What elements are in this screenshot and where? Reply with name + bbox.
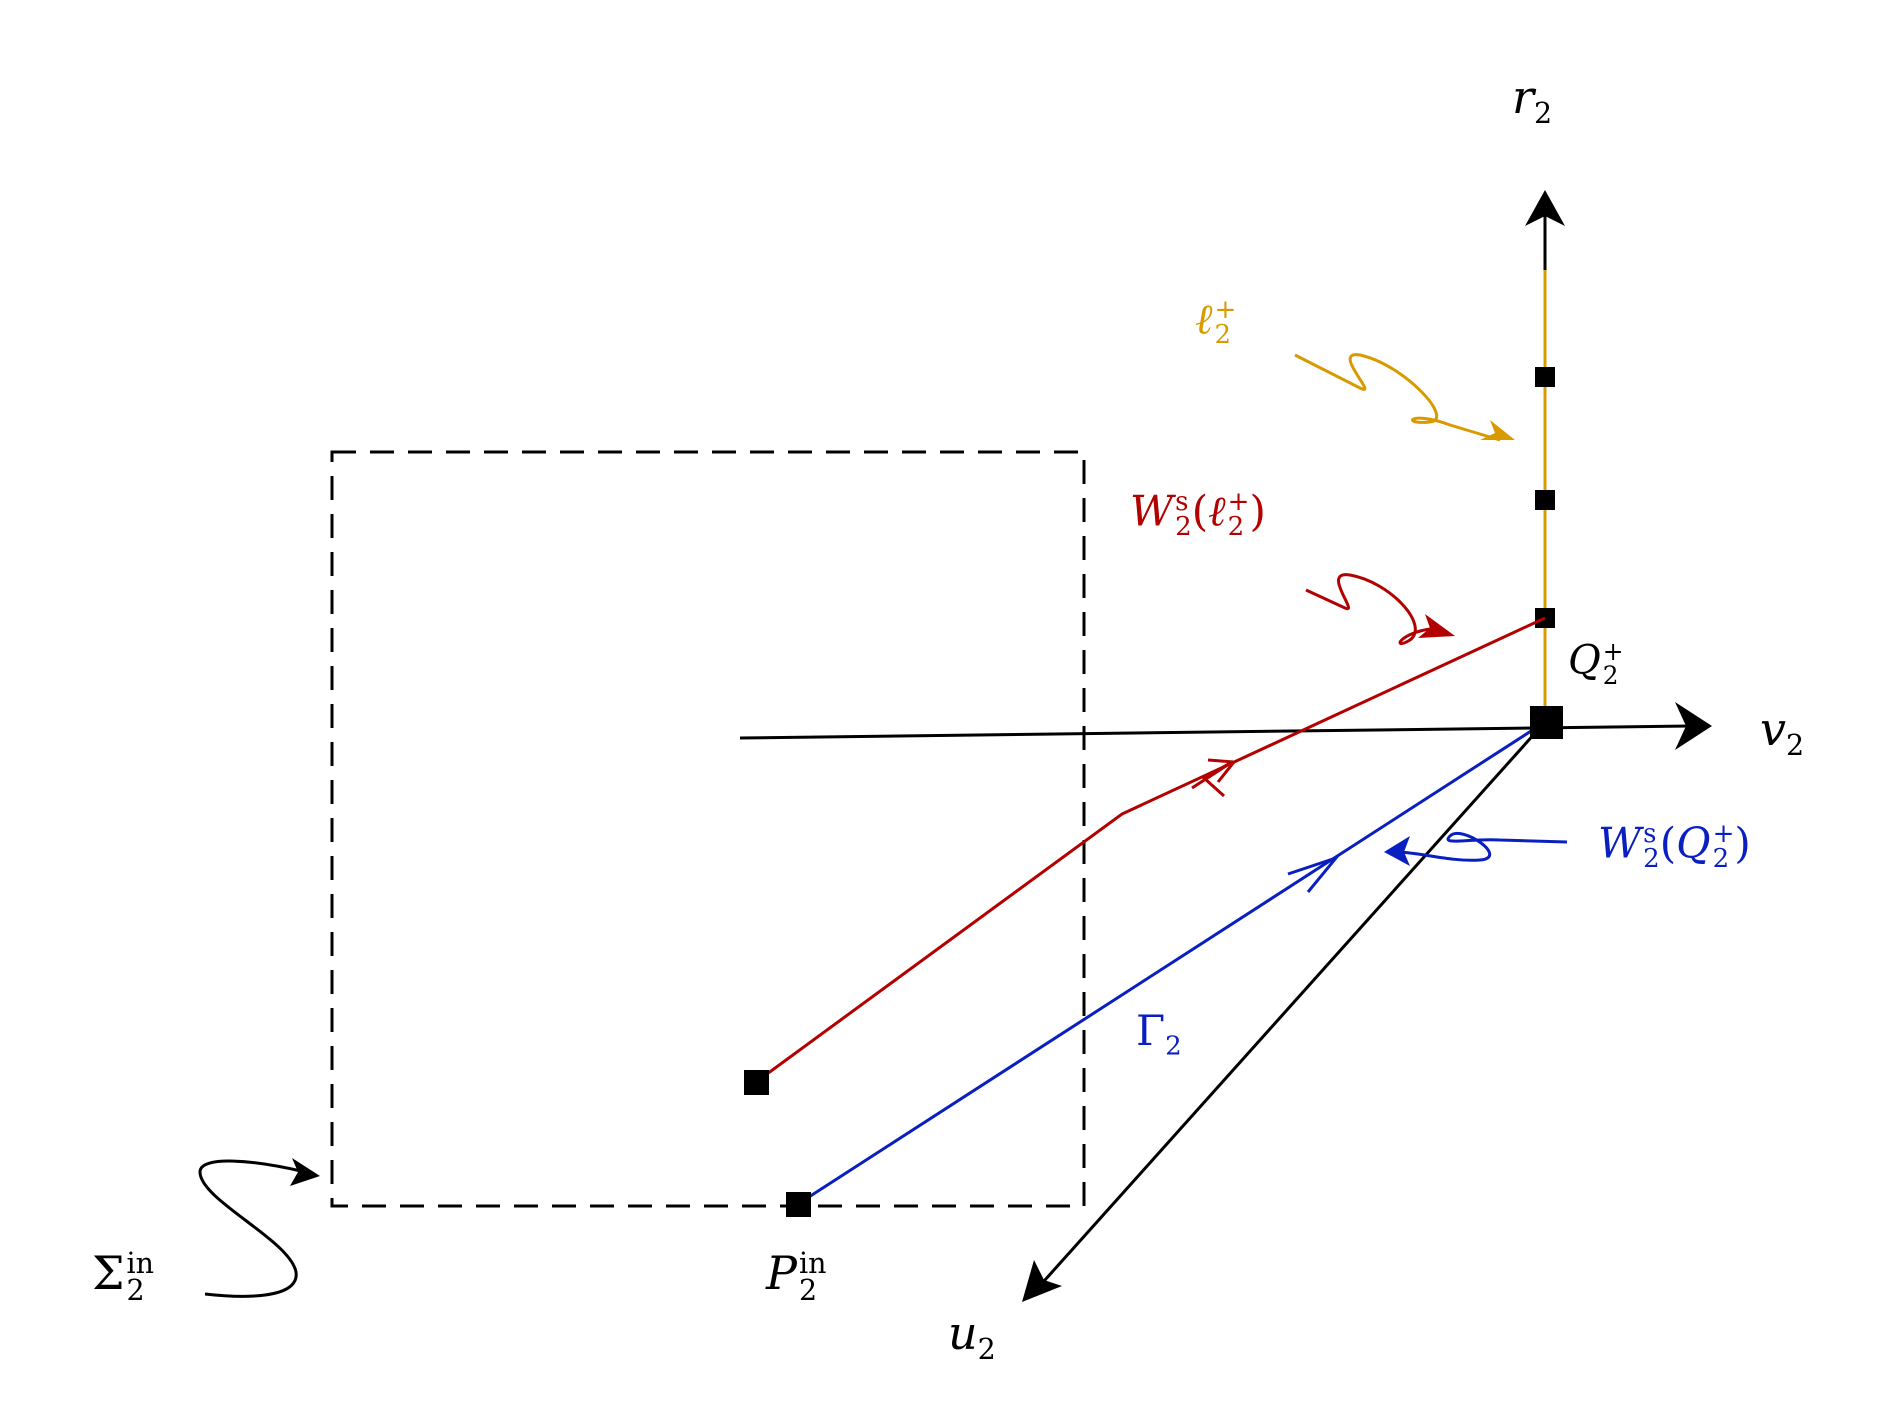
q-plus-label: Q+2: [1568, 637, 1624, 690]
p-in-point: [786, 1192, 811, 1217]
ws-q-annotation-arrowhead: [1384, 836, 1410, 866]
u-axis-line: [1034, 720, 1547, 1292]
u-axis-arrowhead: [1022, 1260, 1062, 1302]
ws-ell-flow-arrow: [1191, 760, 1233, 798]
red-start-point: [744, 1070, 769, 1095]
u-axis-label: u2: [948, 1306, 996, 1367]
ell-point-upper: [1535, 367, 1555, 387]
r-axis-label: r2: [1512, 70, 1553, 131]
ws-ell-curve: [755, 616, 1546, 1084]
gamma-2-flow-arrow: [1287, 854, 1341, 893]
v-axis-label: v2: [1760, 702, 1805, 763]
sigma-in-section-box: [330, 450, 1086, 1208]
ws-q-annotation-arrow: [1394, 832, 1568, 862]
ell-point-middle: [1535, 490, 1555, 510]
ws-ell-flow-arrow-2: [1207, 758, 1237, 783]
ell-label: ℓ+2: [1195, 294, 1237, 350]
q-plus-point: [1530, 706, 1563, 739]
ell-annotation-arrowhead: [1480, 420, 1515, 440]
ws-ell-annotation-arrowhead: [1418, 614, 1455, 638]
ell-annotation-arrow: [1294, 353, 1501, 442]
sigma-annotation-arrowhead: [290, 1158, 320, 1186]
sigma-annotation-arrow: [198, 1159, 306, 1298]
v-axis-arrowhead: [1675, 702, 1712, 750]
gamma-2-curve: [797, 720, 1546, 1206]
ws-ell-annotation-arrow: [1305, 573, 1441, 645]
r-axis-arrowhead: [1525, 190, 1565, 226]
gamma-2-label: Γ2: [1136, 1006, 1182, 1062]
